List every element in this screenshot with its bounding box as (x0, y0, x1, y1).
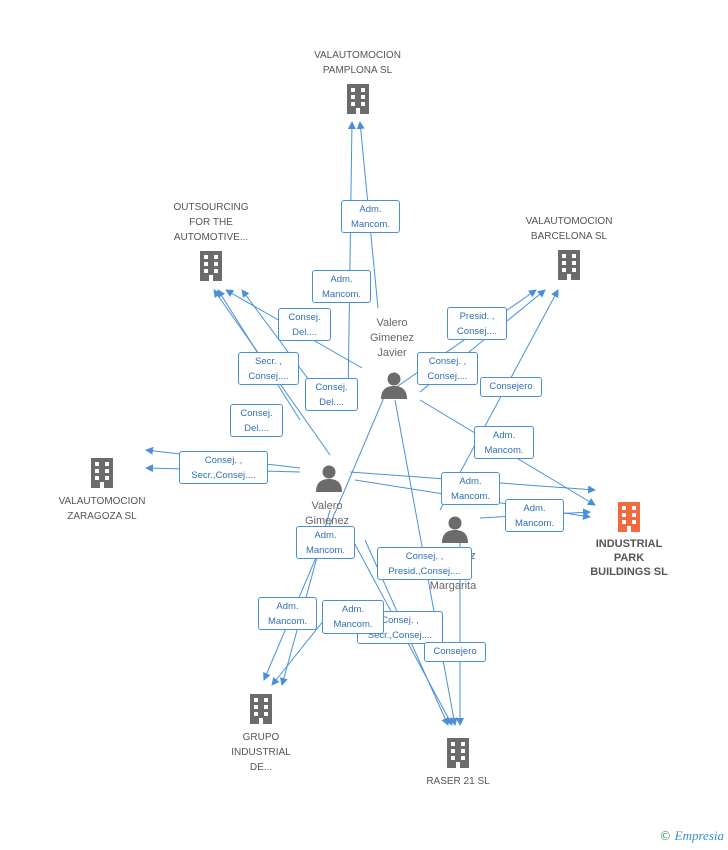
connection-line (384, 289, 537, 396)
person-label-margarita: Margarita (429, 580, 477, 592)
company-valautomocion-pamplona[interactable]: VALAUTOMOCION PAMPLONA SL (300, 48, 415, 116)
company-label: OUTSOURCING FOR THE AUTOMOTIVE... (173, 202, 249, 243)
role-box[interactable]: Secr. , Consej.... (238, 352, 299, 385)
company-grupo-industrial[interactable]: GRUPO INDUSTRIAL DE... (216, 692, 306, 775)
company-label: VALAUTOMOCION ZARAGOZA SL (58, 496, 146, 522)
role-box[interactable]: Consej. Del.... (278, 308, 331, 341)
role-box[interactable]: Adm. Mancom. (441, 472, 500, 505)
role-box[interactable]: Adm. Mancom. (312, 270, 371, 303)
connection-line (241, 289, 321, 396)
role-box[interactable]: Adm. Mancom. (322, 600, 384, 634)
company-label: RASER 21 SL (426, 776, 490, 787)
company-label: VALAUTOMOCION PAMPLONA SL (314, 50, 401, 76)
brand-name: Empresia (674, 828, 724, 843)
company-valautomocion-barcelona[interactable]: VALAUTOMOCION BARCELONA SL (510, 214, 628, 282)
building-icon (558, 250, 580, 280)
building-icon (200, 251, 222, 281)
building-icon (250, 694, 272, 724)
role-box[interactable]: Consej. , Secr.,Consej.... (179, 451, 268, 484)
person-icon[interactable] (379, 370, 409, 400)
company-raser-21[interactable]: RASER 21 SL (410, 736, 506, 789)
company-label: VALAUTOMOCION BARCELONA SL (525, 216, 613, 242)
person-icon[interactable] (440, 514, 470, 544)
person-icon[interactable] (314, 463, 344, 493)
connection-line (347, 121, 356, 401)
role-box[interactable]: Adm. Mancom. (258, 597, 317, 630)
person-label-margarita-tail: z (470, 550, 476, 562)
role-box[interactable]: Consejero (424, 642, 486, 662)
building-icon (346, 84, 369, 114)
company-industrial-park-buildings[interactable]: INDUSTRIAL PARK BUILDINGS SL (584, 500, 674, 579)
role-box[interactable]: Adm. Mancom. (474, 426, 534, 459)
building-icon (91, 458, 113, 488)
company-valautomocion-zaragoza[interactable]: VALAUTOMOCION ZARAGOZA SL (46, 456, 158, 524)
role-box[interactable]: Consejero (480, 377, 542, 397)
person-label-javier: Valero Gimenez Javier (369, 317, 415, 359)
role-box[interactable]: Adm. Mancom. (296, 526, 355, 559)
role-box[interactable]: Adm. Mancom. (341, 200, 400, 233)
copyright-symbol: © (659, 829, 672, 843)
role-box[interactable]: Consej. , Consej.... (417, 352, 478, 385)
company-label: INDUSTRIAL PARK BUILDINGS SL (590, 538, 668, 578)
building-icon (447, 738, 469, 768)
role-box[interactable]: Consej. Del.... (305, 378, 358, 411)
role-box[interactable]: Presid. , Consej.... (447, 307, 507, 340)
brand-watermark: © Empresia (659, 828, 724, 844)
role-box[interactable]: Consej. Del.... (230, 404, 283, 437)
company-label: GRUPO INDUSTRIAL DE... (231, 732, 291, 773)
person-label-second: Valero Gimenez (304, 500, 350, 527)
company-outsourcing-automotive[interactable]: OUTSOURCING FOR THE AUTOMOTIVE... (156, 200, 266, 283)
role-box[interactable]: Consej. , Presid.,Consej.... (377, 547, 472, 580)
role-box[interactable]: Adm. Mancom. (505, 499, 564, 532)
building-icon (618, 502, 640, 532)
